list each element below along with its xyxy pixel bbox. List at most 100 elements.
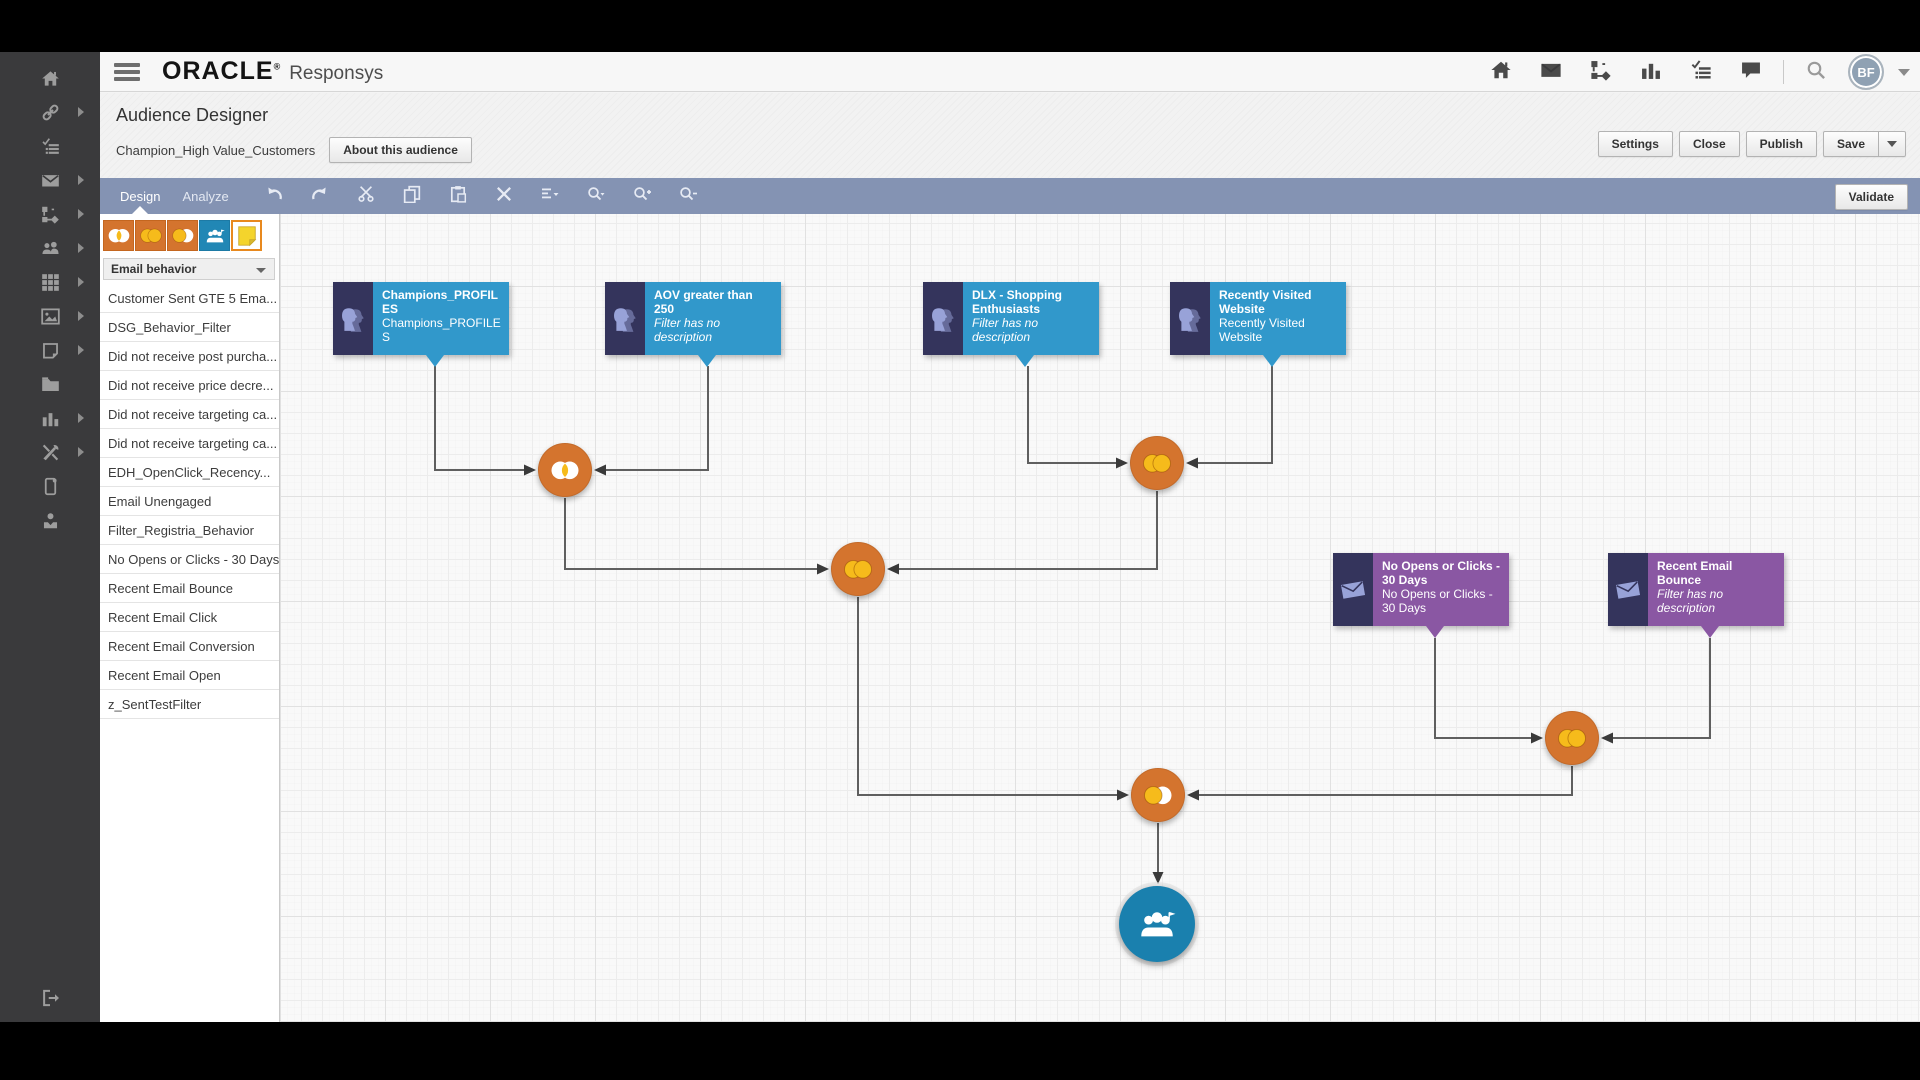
zoom-icon (587, 185, 605, 208)
filter-list-item[interactable]: No Opens or Clicks - 30 Days (100, 545, 279, 574)
close-button[interactable]: Close (1678, 131, 1740, 157)
publish-button[interactable]: Publish (1745, 131, 1817, 157)
align-button[interactable] (537, 183, 563, 209)
save-dropdown-button[interactable] (1879, 131, 1906, 157)
align-icon (541, 185, 559, 208)
filter-node-title: Recently Visited Website (1219, 288, 1312, 316)
zoom-out-icon (679, 185, 697, 208)
operator-node-union[interactable] (1545, 711, 1599, 765)
sidebar-item-image[interactable] (0, 299, 100, 333)
operator-node-intersect[interactable] (538, 443, 592, 497)
delete-button[interactable] (491, 183, 517, 209)
zoom-out-button[interactable] (675, 183, 701, 209)
sidebar-item-home[interactable] (0, 61, 100, 95)
filter-node[interactable]: DLX - Shopping Enthusiasts Filter has no… (923, 282, 1099, 367)
filter-list: Customer Sent GTE 5 Ema...DSG_Behavior_F… (100, 284, 279, 719)
sidebar-footer (0, 988, 100, 1008)
sidebar-item-folder[interactable] (0, 367, 100, 401)
sidebar-item-logout[interactable] (40, 988, 60, 1008)
caret-down-icon (1887, 141, 1897, 147)
sidebar-item-table[interactable] (0, 265, 100, 299)
undo-button[interactable] (261, 183, 287, 209)
copy-button[interactable] (399, 183, 425, 209)
envelope-icon (1608, 553, 1648, 626)
filter-node-subtitle: Champions_PROFILES (382, 316, 501, 344)
title-actions: Settings Close Publish Save (1597, 131, 1906, 157)
filter-list-item[interactable]: Recent Email Open (100, 661, 279, 690)
validate-button[interactable]: Validate (1834, 184, 1908, 210)
title-bar: Audience Designer Champion_High Value_Cu… (100, 93, 1920, 178)
palette-intersect[interactable] (103, 220, 134, 251)
header-mail-button[interactable] (1533, 56, 1569, 88)
filter-list-item[interactable]: Recent Email Conversion (100, 632, 279, 661)
bar-chart-icon (41, 409, 60, 428)
operator-node-union[interactable] (831, 542, 885, 596)
filter-list-item[interactable]: Customer Sent GTE 5 Ema... (100, 284, 279, 313)
filter-list-item[interactable]: EDH_OpenClick_Recency... (100, 458, 279, 487)
zoom-button[interactable] (583, 183, 609, 209)
header-bar-chart-button[interactable] (1633, 56, 1669, 88)
palette-exclude[interactable] (167, 220, 198, 251)
filter-node[interactable]: Champions_PROFILES Champions_PROFILES (333, 282, 509, 367)
sidebar-item-bar-chart[interactable] (0, 401, 100, 435)
audience-node[interactable] (1119, 886, 1195, 962)
sidebar-item-link[interactable] (0, 95, 100, 129)
palette-union[interactable] (135, 220, 166, 251)
filter-node[interactable]: Recent Email Bounce Filter has no descri… (1608, 553, 1784, 638)
flyout-arrow-icon (78, 413, 84, 423)
filter-list-item[interactable]: Recent Email Click (100, 603, 279, 632)
header-tasks-button[interactable] (1683, 56, 1719, 88)
filter-node-title: AOV greater than 250 (654, 288, 753, 316)
filter-list-item[interactable]: DSG_Behavior_Filter (100, 313, 279, 342)
sidebar-item-mail[interactable] (0, 163, 100, 197)
filter-list-item[interactable]: Filter_Registria_Behavior (100, 516, 279, 545)
header-program-button[interactable] (1583, 56, 1619, 88)
filter-list-item[interactable]: Email Unengaged (100, 487, 279, 516)
cut-button[interactable] (353, 183, 379, 209)
tab-analyze[interactable]: Analyze (182, 188, 229, 204)
filter-node[interactable]: AOV greater than 250 Filter has no descr… (605, 282, 781, 367)
node-palette (103, 220, 262, 251)
about-audience-button[interactable]: About this audience (329, 137, 472, 163)
sidebar-item-program[interactable] (0, 197, 100, 231)
user-avatar[interactable]: BF (1848, 54, 1884, 90)
sidebar-item-note[interactable] (0, 333, 100, 367)
design-canvas[interactable]: Champions_PROFILES Champions_PROFILES AO… (280, 214, 1920, 1022)
avatar-caret-icon[interactable] (1898, 68, 1910, 76)
people-icon (41, 239, 60, 258)
sidebar-item-mobile[interactable] (0, 469, 100, 503)
filter-list-item[interactable]: Did not receive targeting ca... (100, 400, 279, 429)
tab-design[interactable]: Design (110, 178, 170, 214)
header-search-button[interactable] (1798, 56, 1834, 88)
filter-list-item[interactable]: Did not receive targeting ca... (100, 429, 279, 458)
palette-note[interactable] (231, 220, 262, 251)
paste-button[interactable] (445, 183, 471, 209)
filter-list-item[interactable]: Did not receive post purcha... (100, 342, 279, 371)
palette-audience[interactable] (199, 220, 230, 251)
brand-name: ORACLE® (162, 57, 282, 85)
redo-button[interactable] (307, 183, 333, 209)
sidebar-item-people[interactable] (0, 231, 100, 265)
connector-lines (434, 366, 1711, 884)
filter-node[interactable]: No Opens or Clicks - 30 Days No Opens or… (1333, 553, 1509, 638)
header-chat-button[interactable] (1733, 56, 1769, 88)
sidebar-item-tools[interactable] (0, 435, 100, 469)
filter-node-title: No Opens or Clicks - 30 Days (1382, 559, 1501, 587)
filter-list-item[interactable]: Recent Email Bounce (100, 574, 279, 603)
filter-node[interactable]: Recently Visited Website Recently Visite… (1170, 282, 1346, 367)
sidebar-item-account[interactable] (0, 503, 100, 537)
tools-icon (41, 443, 60, 462)
settings-button[interactable]: Settings (1597, 131, 1673, 157)
save-button[interactable]: Save (1822, 131, 1879, 157)
filter-list-item[interactable]: Did not receive price decre... (100, 371, 279, 400)
operator-node-exclude[interactable] (1131, 768, 1185, 822)
account-icon (41, 511, 60, 530)
operator-node-union[interactable] (1130, 436, 1184, 490)
zoom-in-button[interactable] (629, 183, 655, 209)
sidebar-item-tasks[interactable] (0, 129, 100, 163)
header-home-button[interactable] (1483, 56, 1519, 88)
behavior-category-dropdown[interactable]: Email behavior (103, 258, 275, 280)
hamburger-menu-button[interactable] (114, 62, 140, 81)
filter-list-item[interactable]: z_SentTestFilter (100, 690, 279, 719)
tasks-icon (1690, 59, 1712, 86)
